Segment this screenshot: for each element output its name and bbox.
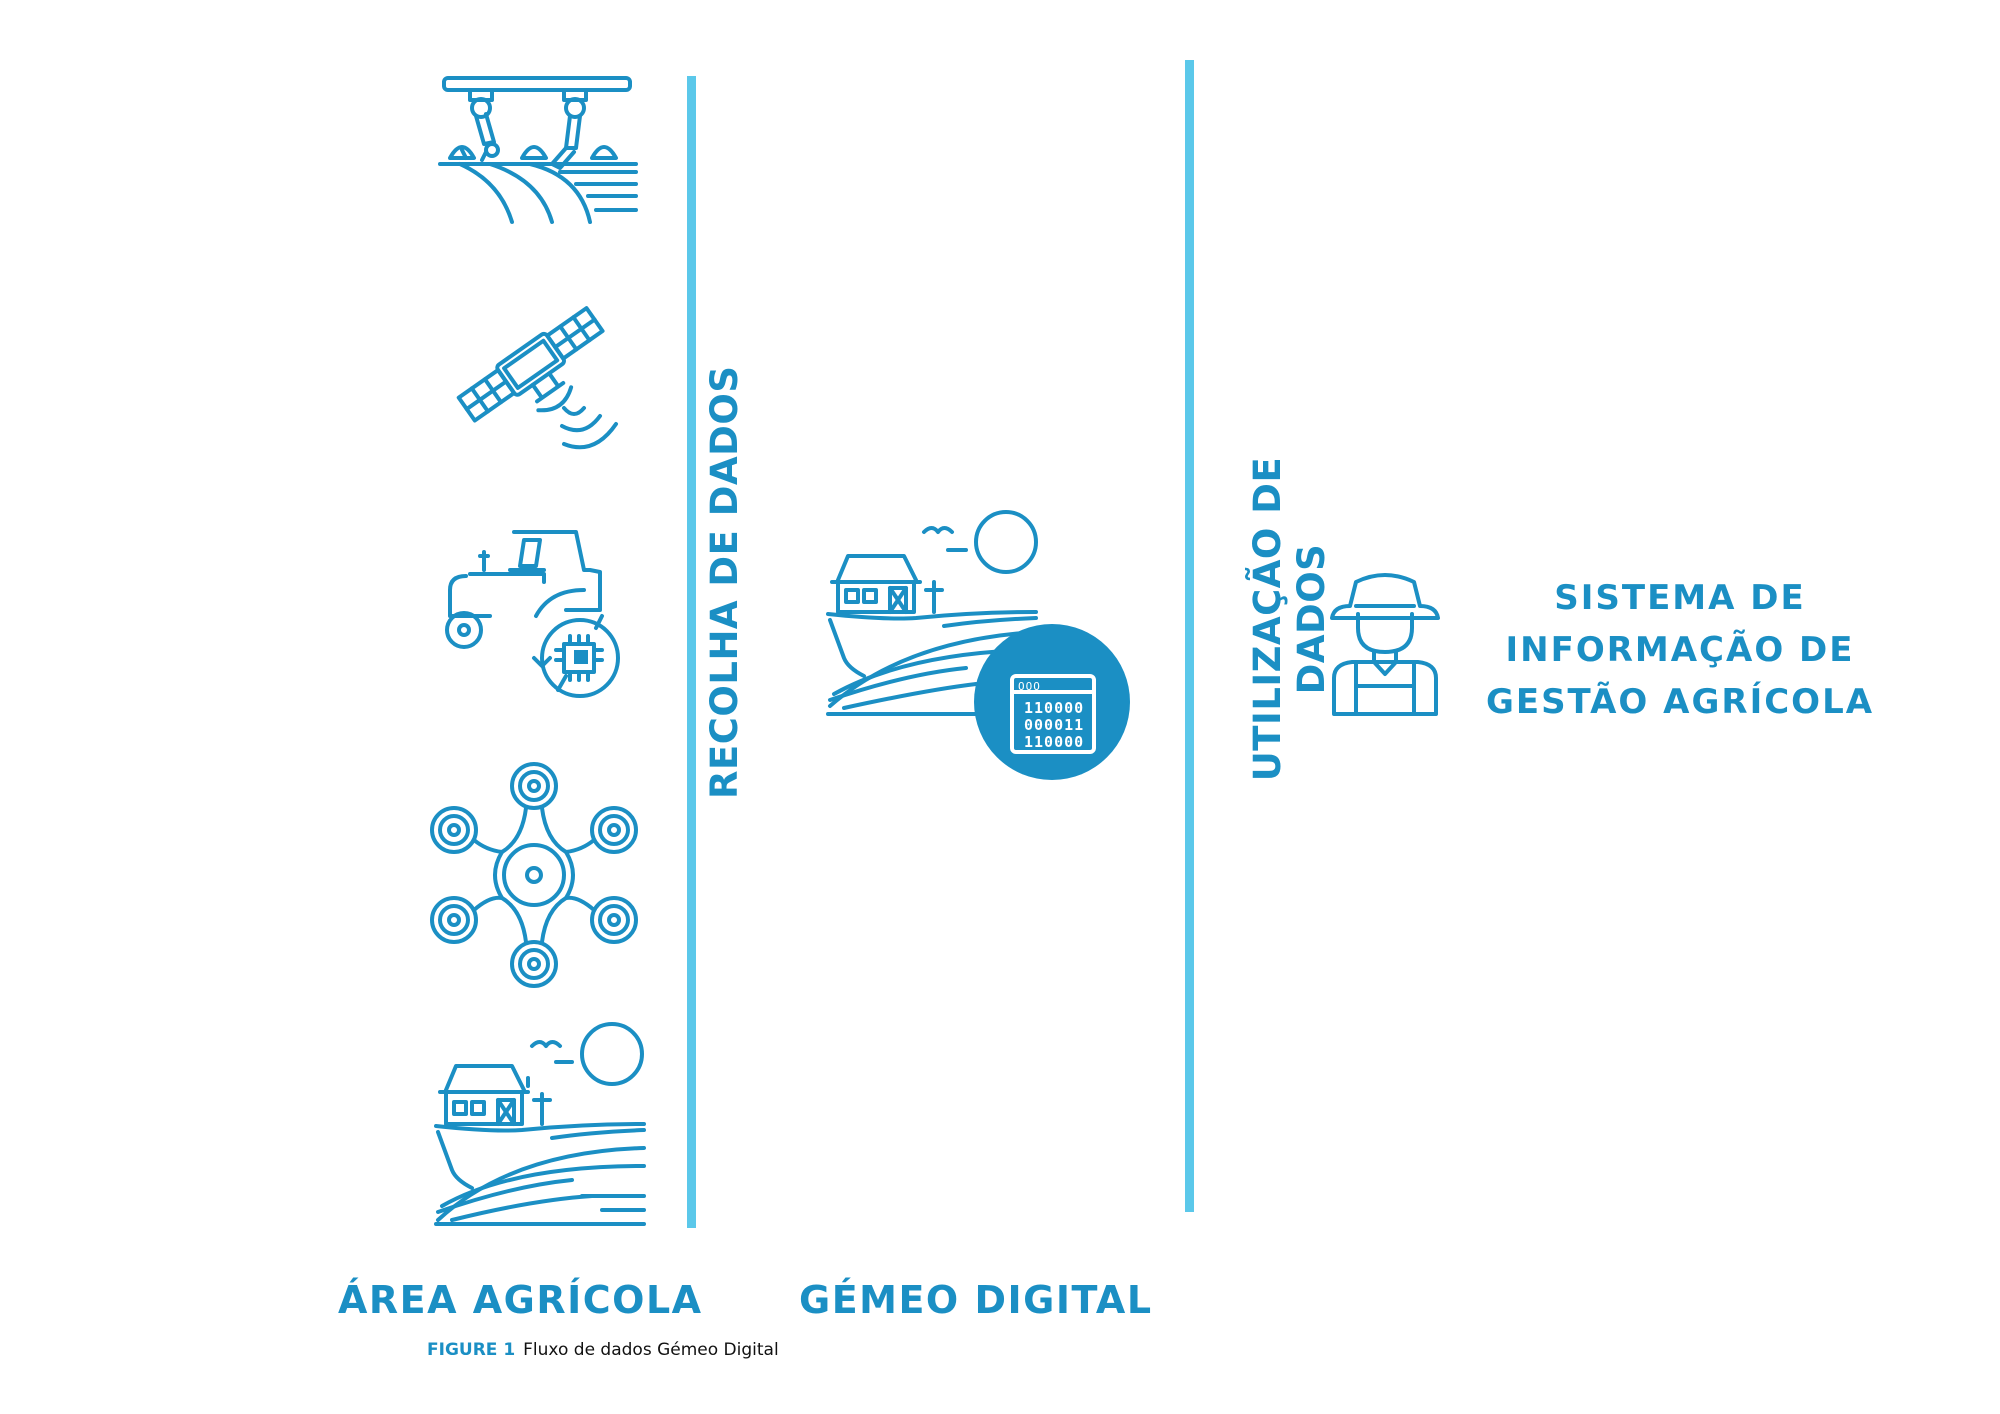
gemeo-digital-label: GÉMEO DIGITAL — [799, 1278, 1153, 1322]
smart-tractor-icon — [445, 530, 620, 698]
recolha-de-dados-label: RECOLHA DE DADOS — [703, 366, 747, 799]
figure-caption-text: Fluxo de dados Gémeo Digital — [523, 1340, 779, 1360]
recolha-divider-line — [687, 76, 696, 1228]
figure-caption: FIGURE 1 Fluxo de dados Gémeo Digital — [427, 1340, 779, 1360]
recolha-text: RECOLHA DE DADOS — [703, 365, 746, 799]
system-title-line1: SISTEMA DE — [1554, 578, 1806, 618]
figure-number: FIGURE 1 — [427, 1340, 516, 1360]
twin-screen-header: OOO — [1018, 680, 1041, 693]
binary-row-2: 000011 — [1024, 716, 1085, 734]
robotic-farming-icon — [438, 76, 638, 224]
drone-icon — [430, 762, 638, 988]
utilizacao-text-line1: UTILIZAÇÃO DE — [1246, 456, 1289, 782]
area-agricola-label: ÁREA AGRÍCOLA — [338, 1278, 703, 1322]
binary-row-3: 110000 — [1024, 733, 1085, 751]
utilizacao-de-dados-label: UTILIZAÇÃO DE DADOS — [1246, 409, 1334, 829]
binary-row-1: 110000 — [1024, 699, 1085, 717]
system-title: SISTEMA DE INFORMAÇÃO DE GESTÃO AGRÍCOLA — [1450, 572, 1910, 728]
utilizacao-divider-line — [1185, 60, 1194, 1212]
farmer-icon — [1330, 573, 1440, 716]
satellite-icon — [456, 306, 618, 450]
twin-screen-binary: 110000 000011 110000 — [1024, 700, 1084, 751]
system-title-line2: INFORMAÇÃO DE — [1505, 630, 1855, 670]
system-title-line3: GESTÃO AGRÍCOLA — [1485, 682, 1875, 722]
digital-twin-icon — [826, 510, 1130, 780]
farm-landscape-icon — [434, 1022, 646, 1226]
